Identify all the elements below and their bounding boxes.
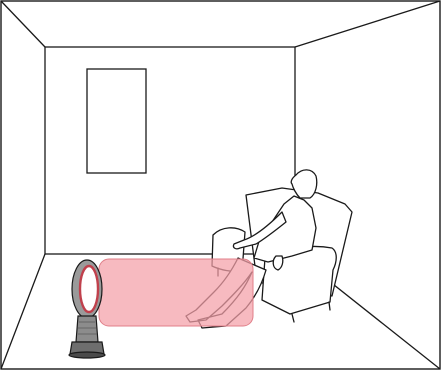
person-head [290, 169, 318, 199]
floor-left-edge [0, 253, 46, 370]
fan-heater [68, 259, 106, 359]
person-left-arm [232, 211, 287, 250]
heat-zone [98, 258, 254, 327]
wall-frame [86, 68, 147, 174]
person-right-hand [272, 255, 284, 271]
fan-base-foot [68, 351, 106, 359]
back-wall [44, 46, 296, 255]
ceiling-right-edge [294, 0, 441, 48]
chair-leg-right [328, 301, 331, 311]
chair-leg-front [291, 313, 295, 323]
fan-loop-inner [78, 264, 100, 314]
fan-stem [75, 315, 99, 343]
ceiling-left-edge [0, 0, 46, 48]
